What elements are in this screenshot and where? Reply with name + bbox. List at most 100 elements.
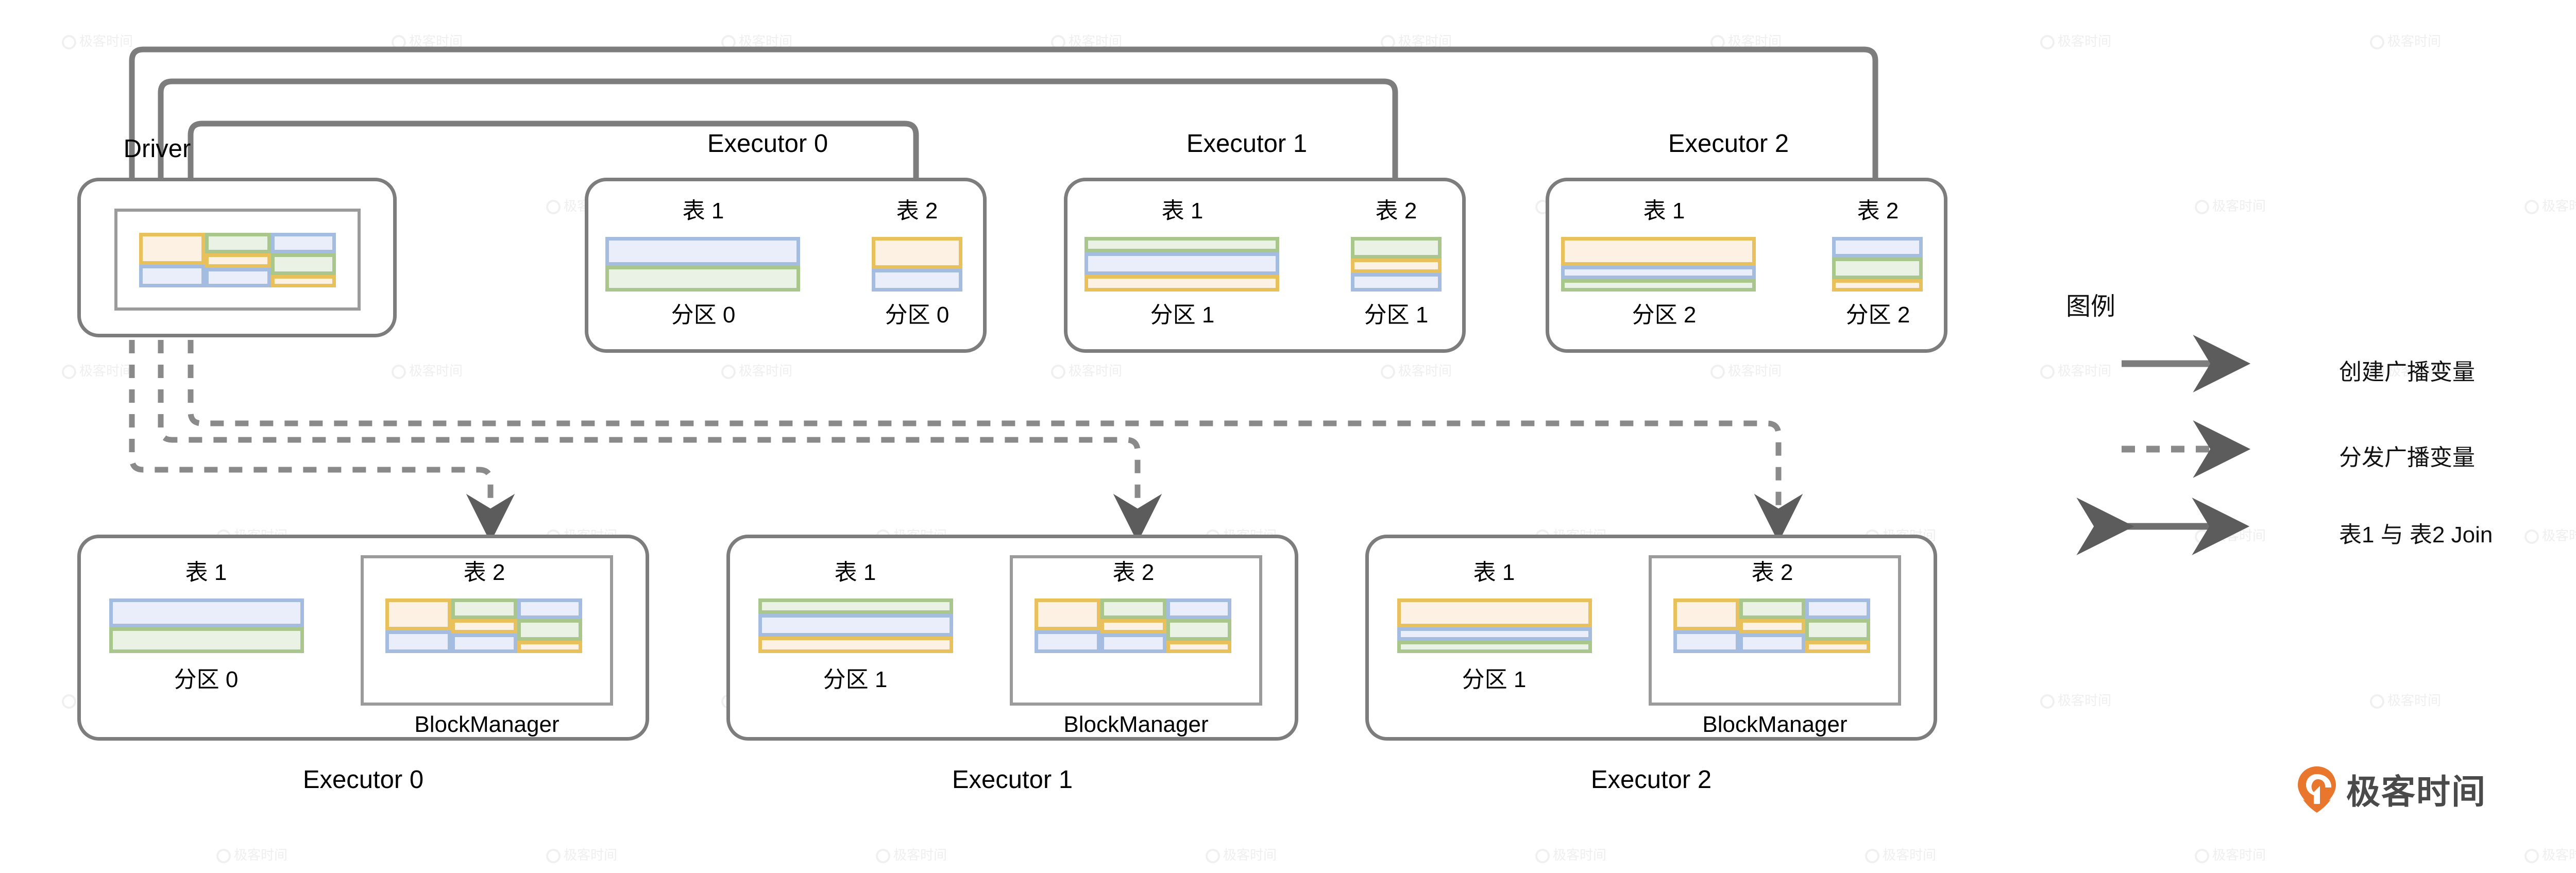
table-row-blue [1397, 627, 1592, 641]
grid-cell-green [451, 598, 517, 619]
watermark-text: 极客时间 [1865, 845, 1936, 864]
grid-cell-blue [1805, 598, 1870, 619]
table-row-orange [872, 237, 962, 269]
grid-cell-blue [517, 598, 582, 619]
table-row-blue [872, 269, 962, 292]
grid-cell-blue [385, 630, 451, 653]
bottom-executor-2-table2-label: 表 2 [1751, 560, 1793, 585]
top-executor-2-table1-label: 表 1 [1643, 198, 1685, 224]
watermark-text: 极客时间 [2370, 361, 2441, 380]
watermark-text: 极客时间 [1206, 845, 1277, 864]
top-executor-1-table2 [1351, 237, 1442, 292]
table-row-orange [1397, 598, 1592, 627]
top-executor-0-table1 [605, 237, 800, 292]
top-executor-0-table1-label: 表 1 [682, 198, 724, 224]
top-executor-2-table2-label: 表 2 [1857, 198, 1899, 224]
grid-cell-green [1166, 619, 1231, 641]
watermark-text: 极客时间 [876, 845, 947, 864]
grid-cell-orange [1100, 619, 1166, 634]
table-row-blue [1561, 266, 1756, 279]
watermark-text: 极客时间 [216, 845, 287, 864]
table-row-orange [1351, 259, 1442, 273]
driver-title: Driver [123, 135, 191, 163]
top-executor-2-table1-partition: 分区 2 [1632, 302, 1697, 328]
watermark-text: 极客时间 [1381, 361, 1452, 380]
grid-cell-green [271, 253, 336, 275]
brand-name: 极客时间 [2346, 773, 2486, 811]
table-row-blue [1084, 252, 1279, 275]
grid-cell-green [1805, 619, 1870, 641]
table-row-orange [758, 637, 953, 653]
grid-cell-blue [1035, 630, 1100, 653]
legend-label-distribute-broadcast: 分发广播变量 [2339, 445, 2475, 470]
grid-cell-green [517, 619, 582, 641]
top-executor-0-title: Executor 0 [707, 130, 828, 158]
bottom-executor-2-blockmanager-label: BlockManager [1702, 712, 1848, 737]
top-executor-2-table2 [1832, 237, 1923, 292]
table-row-green [1561, 279, 1756, 292]
table-row-green [1832, 258, 1923, 279]
grid-cell-green [205, 233, 271, 253]
table-row-orange [1561, 237, 1756, 266]
table-row-green [109, 627, 304, 653]
grid-cell-blue [271, 233, 336, 253]
bottom-executor-1-blockmanager-label: BlockManager [1063, 712, 1209, 737]
watermark-text: 极客时间 [721, 31, 792, 50]
bottom-executor-2-caption: Executor 2 [1590, 766, 1712, 794]
bottom-executor-0-table1-label: 表 1 [185, 560, 227, 585]
driver-table2-grid [139, 233, 336, 287]
watermark-text: 极客时间 [2524, 196, 2576, 215]
watermark-text: 极客时间 [1051, 31, 1122, 50]
watermark-text: 极客时间 [392, 361, 463, 380]
top-executor-0-table2-partition: 分区 0 [885, 302, 950, 328]
bottom-executor-0-table1-partition: 分区 0 [174, 667, 239, 692]
top-executor-1-table1-label: 表 1 [1161, 198, 1204, 224]
watermark-text: 极客时间 [1535, 845, 1606, 864]
watermark-text: 极客时间 [1381, 31, 1452, 50]
grid-cell-orange [1739, 619, 1805, 634]
watermark-text: 极客时间 [1710, 361, 1782, 380]
grid-cell-blue [1673, 630, 1739, 653]
grid-cell-orange [1166, 641, 1231, 653]
watermark-text: 极客时间 [62, 361, 133, 380]
grid-cell-orange [1673, 598, 1739, 630]
watermark-text: 极客时间 [62, 31, 133, 50]
grid-cell-orange [451, 619, 517, 634]
bottom-executor-2-blockmanager-grid [1673, 598, 1870, 653]
watermark-text: 极客时间 [392, 31, 463, 50]
legend-label-create-broadcast: 创建广播变量 [2339, 360, 2475, 385]
bottom-executor-1-table1-label: 表 1 [834, 560, 876, 585]
table-row-blue [758, 614, 953, 637]
legend-title: 图例 [2066, 293, 2116, 320]
grid-cell-orange [271, 275, 336, 287]
watermark-text: 极客时间 [2040, 31, 2111, 50]
bottom-executor-2-table1 [1397, 598, 1592, 653]
watermark-text: 极客时间 [1710, 31, 1782, 50]
watermark-text: 极客时间 [2370, 31, 2441, 50]
bottom-executor-1-table1 [758, 598, 953, 653]
watermark-text: 极客时间 [2040, 690, 2111, 709]
top-executor-2-title: Executor 2 [1668, 130, 1789, 158]
watermark-text: 极客时间 [546, 845, 617, 864]
grid-cell-orange [1035, 598, 1100, 630]
top-executor-1-table1 [1084, 237, 1279, 292]
bottom-executor-0-caption: Executor 0 [302, 766, 424, 794]
bottom-executor-1-caption: Executor 1 [952, 766, 1073, 794]
bottom-executor-2-table1-partition: 分区 1 [1462, 667, 1527, 692]
top-executor-0-table1-partition: 分区 0 [671, 302, 736, 328]
watermark-text: 极客时间 [2195, 525, 2266, 544]
bottom-executor-1-blockmanager-grid [1035, 598, 1231, 653]
table-row-green [758, 598, 953, 614]
bottom-executor-0-blockmanager-grid [385, 598, 582, 653]
grid-cell-orange [205, 253, 271, 268]
top-executor-1-table2-partition: 分区 1 [1364, 302, 1429, 328]
top-executor-2-table2-partition: 分区 2 [1845, 302, 1910, 328]
top-executor-1-table2-label: 表 2 [1375, 198, 1417, 224]
grid-cell-orange [385, 598, 451, 630]
geektime-logo-icon [2298, 766, 2336, 813]
grid-cell-blue [205, 268, 271, 287]
table-row-blue [109, 598, 304, 627]
grid-cell-orange [517, 641, 582, 653]
table-row-green [605, 266, 800, 292]
